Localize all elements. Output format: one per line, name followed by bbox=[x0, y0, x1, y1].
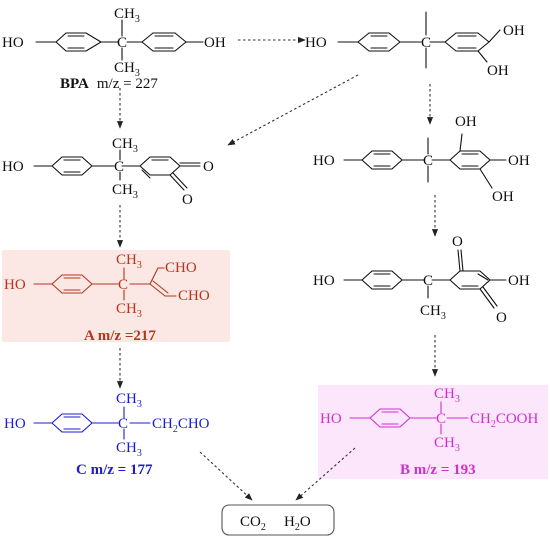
bpa-oh-label: OH bbox=[204, 35, 226, 51]
ortho-quinone-o-bottom: O bbox=[182, 192, 193, 208]
ortho-quinone-ch3-top: CH3 bbox=[112, 136, 138, 155]
compound-ortho-quinone: HO C CH3 CH3 O O bbox=[2, 136, 214, 208]
final-products: CO2 H2O bbox=[221, 504, 335, 536]
arrow-c-to-co2-h2o bbox=[199, 451, 253, 501]
compound-b-highlight bbox=[318, 385, 548, 479]
trihydroxy-central-carbon: C bbox=[423, 153, 433, 169]
trihydroxy-oh-top: OH bbox=[455, 114, 477, 130]
co2-label: CO2 bbox=[240, 514, 266, 533]
catechol-oh-top: OH bbox=[503, 23, 525, 39]
ortho-quinone-ch3-bottom: CH3 bbox=[112, 182, 138, 201]
trihydroxy-oh-bottom: OH bbox=[492, 189, 514, 205]
compound-b-label: B m/z = 193 bbox=[400, 462, 476, 478]
compound-c-ch3-bottom: CH3 bbox=[116, 440, 142, 459]
arrow-catechol-to-ortho-quinone bbox=[227, 74, 359, 146]
catechol-oh-bottom: OH bbox=[487, 63, 509, 79]
compound-trihydroxy: HO C OH OH OH bbox=[313, 114, 530, 205]
compound-b-ho-label: HO bbox=[320, 411, 342, 427]
compound-b-ch3-top: CH3 bbox=[434, 386, 460, 405]
bpa-ch3-top: CH3 bbox=[114, 6, 140, 25]
para-quinone-o-bottom: O bbox=[496, 310, 507, 326]
compound-a-cho-top: CHO bbox=[165, 260, 197, 276]
ortho-quinone-o-right: O bbox=[203, 159, 214, 175]
bpa-central-carbon: C bbox=[117, 35, 127, 51]
compound-a-cho-bottom: CHO bbox=[178, 288, 210, 304]
para-quinone-central-carbon: C bbox=[423, 273, 433, 289]
compound-c-ch3-top: CH3 bbox=[116, 391, 142, 410]
compound-c-central-carbon: C bbox=[118, 416, 128, 432]
trihydroxy-oh-right: OH bbox=[508, 153, 530, 169]
para-quinone-ho-label: HO bbox=[313, 273, 335, 289]
compound-c-ho-label: HO bbox=[4, 416, 26, 432]
catechol-ho-label: HO bbox=[305, 35, 327, 51]
trihydroxy-ho-label: HO bbox=[313, 153, 335, 169]
compound-a-ch3-bottom: CH3 bbox=[116, 301, 142, 320]
compound-catechol: HO C OH OH bbox=[305, 11, 525, 79]
para-quinone-ch3: CH3 bbox=[420, 303, 446, 322]
h2o-label: H2O bbox=[284, 514, 311, 533]
compound-b-ch2cooh: CH2COOH bbox=[470, 411, 539, 430]
ortho-quinone-central-carbon: C bbox=[114, 159, 124, 175]
compound-b-central-carbon: C bbox=[436, 411, 446, 427]
compound-a-central-carbon: C bbox=[118, 277, 128, 293]
compound-a-highlight bbox=[2, 250, 230, 342]
compound-c-label: C m/z = 177 bbox=[76, 462, 153, 478]
bpa-ho-label: HO bbox=[2, 35, 24, 51]
compound-b-ch3-bottom: CH3 bbox=[434, 435, 460, 454]
final-products-box bbox=[221, 504, 335, 536]
reaction-arrows bbox=[116, 36, 439, 501]
compound-c: HO C CH3 CH3 CH2CHO C m/z = 177 bbox=[4, 391, 210, 478]
bpa-ch3-bottom: CH3 bbox=[114, 60, 140, 79]
compound-a: HO C CH3 CH3 CHO CHO A m/z =217 bbox=[4, 252, 210, 344]
compound-b: HO C CH3 CH3 CH2COOH B m/z = 193 bbox=[320, 386, 539, 478]
compound-a-label: A m/z =217 bbox=[84, 328, 156, 344]
compound-a-ch3-top: CH3 bbox=[116, 252, 142, 271]
para-quinone-o-top: O bbox=[452, 234, 463, 250]
compound-a-ho-label: HO bbox=[4, 277, 26, 293]
arrow-b-to-co2-h2o bbox=[295, 447, 356, 501]
compound-c-ch2cho: CH2CHO bbox=[152, 416, 210, 435]
ortho-quinone-ho-label: HO bbox=[2, 159, 24, 175]
para-quinone-oh-right: OH bbox=[508, 273, 530, 289]
catechol-central-carbon: C bbox=[421, 35, 431, 51]
compound-para-quinone: HO C CH3 O OH O bbox=[313, 234, 530, 326]
